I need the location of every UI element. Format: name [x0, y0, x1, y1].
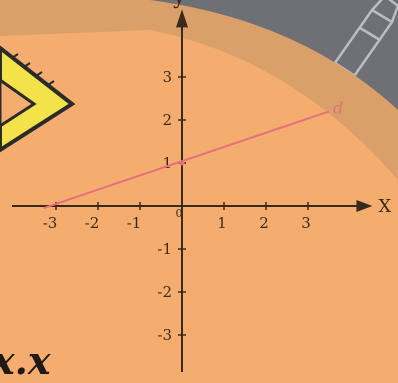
y-tick-label: 1: [162, 154, 172, 172]
handwritten-text: x.x: [0, 338, 52, 383]
y-axis-arrow: [176, 9, 188, 28]
x-tick-label: 1: [217, 214, 227, 232]
y-tick-label: -2: [157, 283, 172, 301]
y-tick-label: 3: [162, 68, 172, 86]
series-label: d: [333, 98, 343, 117]
x-tick-label: 2: [259, 214, 269, 232]
x-tick-label: 0: [176, 207, 183, 220]
axes-layer: -3 -2 -1 0 1 2 3 -3 -2 -1 1 2 3 d: [12, 9, 373, 372]
x-tick-label: -3: [43, 214, 58, 232]
triangle-ruler-icon: [0, 45, 76, 153]
y-tick-label: 2: [162, 111, 172, 129]
x-tick-label: 3: [301, 214, 311, 232]
x-axis-arrow: [356, 200, 373, 212]
series-line: [43, 110, 330, 210]
y-tick-label: -1: [157, 240, 172, 258]
x-tick-label: -2: [85, 214, 100, 232]
marked-point: [179, 160, 185, 166]
y-tick-label: -3: [157, 326, 172, 344]
x-axis-title: X: [378, 196, 391, 217]
x-tick-label: -1: [127, 214, 142, 232]
y-axis-title: y: [172, 0, 186, 9]
